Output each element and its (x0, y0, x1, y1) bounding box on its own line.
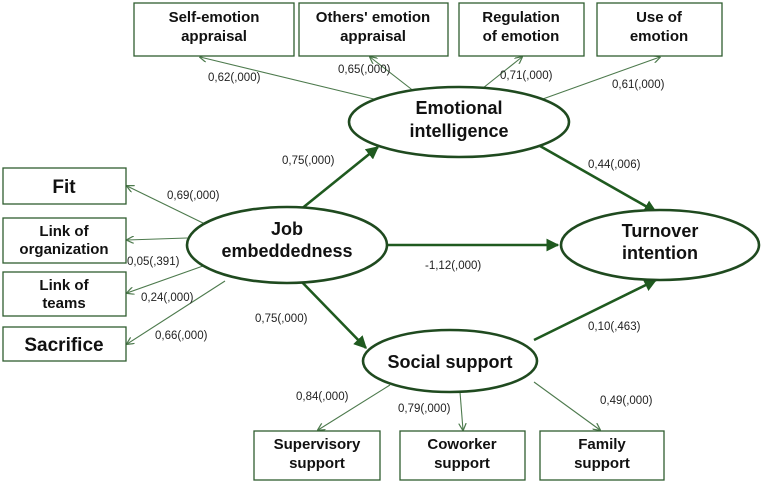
coef-ss-ti: 0,10(,463) (588, 321, 641, 333)
coef-ei-others: 0,65(,000) (338, 64, 391, 76)
svg-text:Link of: Link of (39, 277, 89, 294)
svg-text:Self-emotion: Self-emotion (169, 9, 260, 26)
edge-ss-coworker (460, 391, 463, 430)
coef-je-ei: 0,75(,000) (282, 155, 335, 167)
latent-job-embeddedness: Job embeddedness (185, 205, 389, 285)
indicator-supervisory-support: Supervisory support (253, 430, 381, 481)
latent-turnover-intention: Turnover intention (559, 208, 761, 282)
indicator-others-emotion-appraisal: Others' emotion appraisal (298, 2, 449, 57)
svg-text:Sacrifice: Sacrifice (24, 335, 103, 356)
coef-je-sacrifice: 0,66(,000) (155, 330, 208, 342)
latent-social-support: Social support (361, 328, 539, 394)
edge-ei-self (200, 57, 379, 101)
coef-ss-family: 0,49(,000) (600, 395, 653, 407)
svg-text:support: support (434, 455, 490, 472)
svg-text:intention: intention (622, 243, 698, 263)
svg-text:organization: organization (19, 241, 108, 258)
coef-ei-self: 0,62(,000) (208, 72, 261, 84)
edge-ss-supervisory (318, 384, 391, 430)
svg-text:teams: teams (42, 295, 85, 312)
coef-ei-regulation: 0,71(,000) (500, 70, 553, 82)
edge-ei-use (539, 57, 660, 101)
indicator-family-support: Family support (539, 430, 665, 481)
latent-emotional-intelligence: Emotional intelligence (347, 85, 571, 159)
svg-text:Social support: Social support (387, 352, 512, 372)
edge-ei-regulation (477, 57, 522, 93)
indicator-sacrifice: Sacrifice (2, 326, 127, 362)
path-je-ss (297, 277, 367, 349)
svg-text:emotion: emotion (630, 28, 688, 45)
svg-text:Family: Family (578, 436, 626, 453)
indicator-link-of-teams: Link of teams (2, 271, 127, 317)
svg-text:intelligence: intelligence (409, 121, 508, 141)
svg-text:Job: Job (271, 219, 303, 239)
edge-ss-family (533, 381, 600, 430)
indicator-link-of-organization: Link of organization (2, 217, 127, 264)
svg-text:Supervisory: Supervisory (274, 436, 361, 453)
coef-ei-use: 0,61(,000) (612, 79, 665, 91)
coef-je-org: 0,05(,391) (127, 256, 180, 268)
coef-je-teams: 0,24(,000) (141, 292, 194, 304)
svg-text:Turnover: Turnover (622, 221, 699, 241)
indicator-self-emotion-appraisal: Self-emotion appraisal (133, 2, 295, 57)
svg-text:Others' emotion: Others' emotion (316, 9, 430, 26)
path-je-ei (299, 145, 380, 212)
svg-text:support: support (574, 455, 630, 472)
coef-ss-coworker: 0,79(,000) (398, 403, 451, 415)
svg-text:support: support (289, 455, 345, 472)
svg-text:appraisal: appraisal (340, 28, 406, 45)
coef-je-ss: 0,75(,000) (255, 313, 308, 325)
coef-ss-supervisory: 0,84(,000) (296, 391, 349, 403)
edge-je-sacrifice (127, 280, 226, 344)
svg-text:Use of: Use of (636, 9, 683, 26)
edge-ei-others (370, 57, 416, 93)
coef-ei-ti: 0,44(,006) (588, 159, 641, 171)
coef-je-ti: -1,12(,000) (425, 260, 481, 272)
path-ss-ti (533, 278, 658, 342)
indicator-fit: Fit (2, 167, 127, 205)
svg-text:embeddedness: embeddedness (221, 241, 352, 261)
edge-je-fit (127, 186, 206, 225)
svg-text:Coworker: Coworker (427, 436, 496, 453)
edge-je-teams (127, 265, 204, 293)
svg-text:Link of: Link of (39, 223, 89, 240)
indicator-use-of-emotion: Use of emotion (596, 2, 723, 57)
svg-text:of emotion: of emotion (483, 28, 560, 45)
coef-je-fit: 0,69(,000) (167, 190, 220, 202)
edge-je-org (127, 238, 188, 240)
indicator-regulation-of-emotion: Regulation of emotion (458, 2, 585, 57)
svg-text:appraisal: appraisal (181, 28, 247, 45)
svg-text:Emotional: Emotional (415, 98, 502, 118)
indicator-coworker-support: Coworker support (399, 430, 526, 481)
svg-text:Regulation: Regulation (482, 9, 560, 26)
svg-text:Fit: Fit (52, 177, 76, 198)
path-ei-ti (539, 144, 658, 214)
